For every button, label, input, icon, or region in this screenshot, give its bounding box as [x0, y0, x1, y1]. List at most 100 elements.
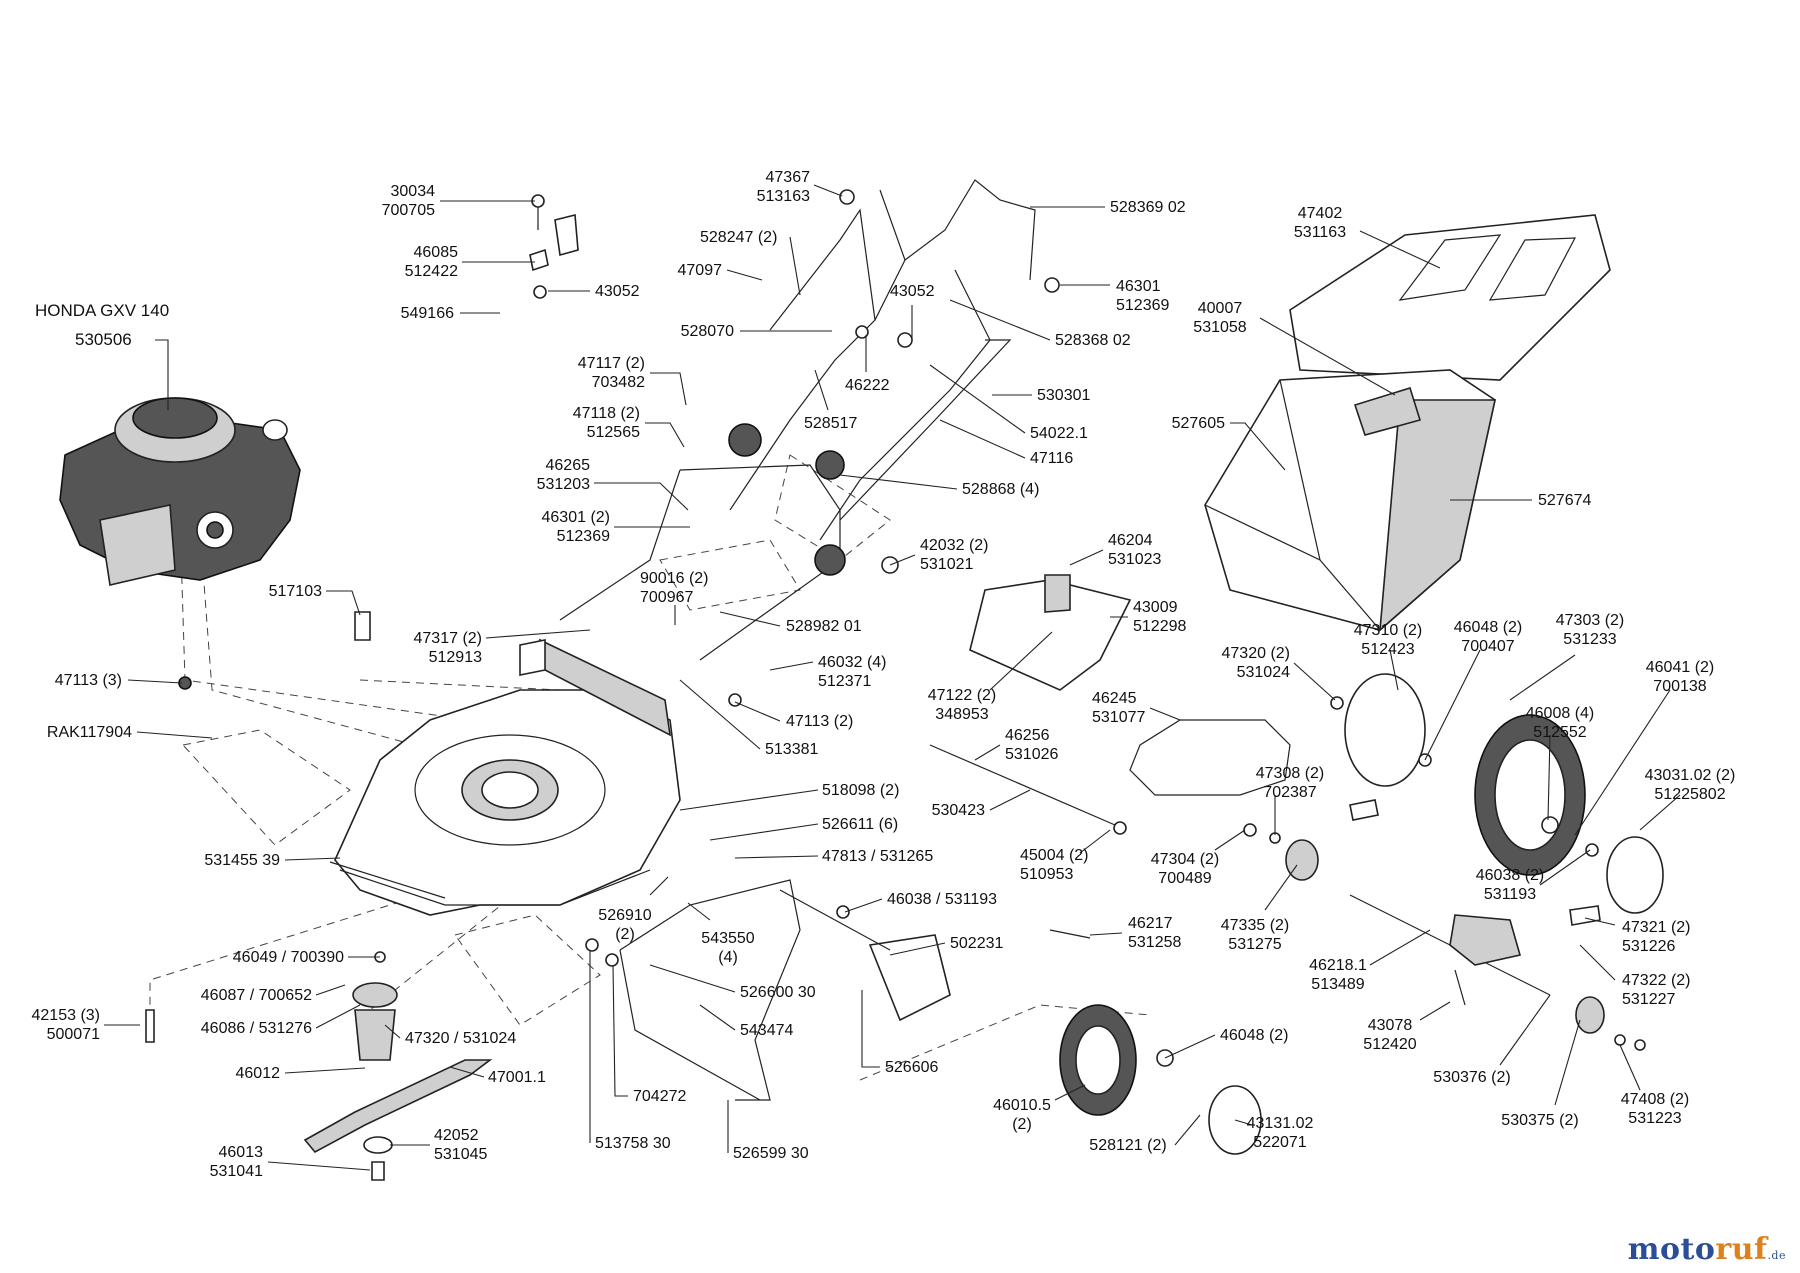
part-number: 47320 (2) — [1222, 645, 1291, 662]
part-number: 512423 — [1361, 641, 1414, 658]
part-number: 530301 — [1037, 387, 1090, 404]
part-label-526600: 526600 30 — [740, 984, 816, 1001]
part-number: 531041 — [210, 1163, 263, 1180]
part-number: 531193 — [1484, 886, 1536, 903]
leader-46038a — [844, 898, 883, 913]
part-label-526611: 526611 (6) — [822, 816, 898, 833]
part-number: 512565 — [587, 424, 640, 441]
part-label-47317: 47317 (2)512913 — [414, 630, 483, 666]
part-number: 512369 — [1116, 297, 1169, 314]
part-number: 43052 — [890, 283, 935, 300]
part-number: 531258 — [1128, 934, 1181, 951]
part-number: 502231 — [950, 935, 1003, 952]
part-label-47310: 47310 (2)512423 — [1354, 622, 1423, 658]
part-number: 531023 — [1108, 551, 1161, 568]
part-label-42153: 42153 (3)500071 — [32, 1007, 101, 1043]
part-number: 512371 — [818, 673, 871, 690]
leader-47117 — [650, 372, 687, 406]
part-number: 528247 (2) — [700, 229, 777, 246]
leader-531455 — [284, 857, 341, 861]
part-label-47001: 47001.1 — [488, 1069, 546, 1086]
leader-704272 — [612, 964, 628, 1097]
part-number: 528868 (4) — [962, 481, 1039, 498]
leader-526600 — [649, 964, 736, 993]
leader-43078 — [1419, 1001, 1451, 1021]
part-label-47304: 47304 (2)700489 — [1151, 851, 1220, 887]
leader-46087 — [315, 984, 346, 996]
leader-42032 — [889, 554, 916, 566]
leader-528517 — [814, 369, 829, 411]
part-number: 528121 (2) — [1089, 1137, 1166, 1154]
leader-47367 — [813, 184, 843, 197]
part-number: 30034 — [391, 183, 436, 200]
leader-528121 — [1174, 1114, 1201, 1146]
part-number: 528517 — [804, 415, 857, 432]
leader-46256 — [974, 744, 1001, 761]
part-label-528247: 528247 (2) — [700, 229, 777, 246]
part-label-46087: 46087 / 700652 — [201, 987, 312, 1004]
part-number: 522071 — [1253, 1134, 1306, 1151]
part-label-528868: 528868 (4) — [962, 481, 1039, 498]
leader-46245 — [1149, 707, 1181, 721]
part-label-47320a: 47320 (2)531024 — [1222, 645, 1291, 681]
part-number: 531226 — [1622, 938, 1675, 955]
leader-46012 — [284, 1067, 366, 1074]
leader-47408 — [1619, 1044, 1641, 1091]
part-label-47408: 47408 (2)531223 — [1621, 1091, 1690, 1127]
part-label-47303: 47303 (2)531233 — [1556, 612, 1625, 648]
leader-518098 — [679, 789, 819, 811]
part-number: 543474 — [740, 1022, 793, 1039]
part-number: 512420 — [1363, 1036, 1416, 1053]
part-label-47308: 47308 (2)702387 — [1256, 765, 1325, 801]
part-number: 43131.02 — [1247, 1115, 1314, 1132]
part-number: 526606 — [885, 1059, 938, 1076]
part-number: 47113 (2) — [786, 713, 853, 730]
part-number: 47097 — [678, 262, 723, 279]
part-number: 513758 30 — [595, 1135, 671, 1152]
part-label-47122: 47122 (2)348953 — [928, 687, 997, 723]
part-number: 46010.5 — [993, 1097, 1051, 1114]
part-label-47322: 47322 (2)531227 — [1622, 972, 1691, 1008]
part-label-46008: 46008 (4)512552 — [1526, 705, 1595, 741]
leader-530376 — [1499, 994, 1551, 1066]
part-number: 528070 — [681, 323, 734, 340]
leader-527605 — [1230, 422, 1286, 471]
leader-47320b — [384, 1024, 401, 1039]
part-label-46222: 46222 — [845, 377, 890, 394]
leader-47813 — [734, 855, 819, 859]
part-label-43052a: 43052 — [595, 283, 640, 300]
part-number: 42052 — [434, 1127, 479, 1144]
part-number: 528368 02 — [1055, 332, 1131, 349]
part-label-46301b: 46301 (2)512369 — [542, 509, 611, 545]
part-label-517103: 517103 — [269, 583, 322, 600]
part-label-46010: 46010.5(2) — [993, 1097, 1051, 1133]
part-number: 512552 — [1533, 724, 1586, 741]
leader-47304 — [1214, 829, 1246, 851]
part-label-513758: 513758 30 — [595, 1135, 671, 1152]
part-number: 46038 / 531193 — [887, 891, 997, 908]
part-number: 47367 — [766, 169, 811, 186]
part-number: 526600 30 — [740, 984, 816, 1001]
part-number: 46048 (2) — [1220, 1027, 1289, 1044]
part-label-530301: 530301 — [1037, 387, 1090, 404]
leader-530375 — [1554, 1019, 1581, 1106]
part-number: 348953 — [935, 706, 988, 723]
leader-543474 — [699, 1004, 736, 1031]
leader-47317 — [485, 629, 591, 639]
leader-47322 — [1579, 944, 1616, 981]
part-number: 528369 02 — [1110, 199, 1186, 216]
part-number: 517103 — [269, 583, 322, 600]
part-number: 700489 — [1158, 870, 1211, 887]
mower-deck — [329, 638, 681, 916]
leader-46010 — [1054, 1084, 1086, 1101]
part-label-527674: 527674 — [1538, 492, 1591, 509]
part-label-43052b: 43052 — [890, 283, 935, 300]
